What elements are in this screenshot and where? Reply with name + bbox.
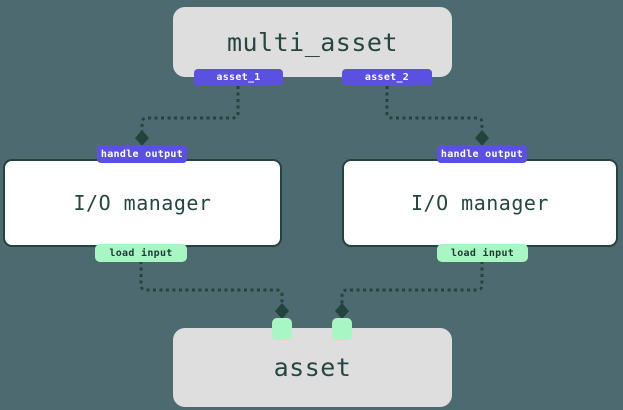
output-port-asset-1-label: asset_1	[216, 72, 261, 83]
handle-output-port-right[interactable]: handle output	[437, 145, 527, 163]
output-port-asset-2[interactable]: asset_2	[342, 69, 432, 86]
handle-output-port-left[interactable]: handle output	[97, 145, 187, 163]
load-input-port-left[interactable]: load input	[95, 244, 187, 262]
asset-input-handle-right[interactable]	[332, 318, 352, 340]
output-port-asset-1[interactable]: asset_1	[194, 69, 283, 86]
handle-output-port-left-label: handle output	[100, 148, 184, 160]
asset-label: asset	[273, 353, 352, 382]
multi-asset-node[interactable]: multi_asset	[173, 7, 452, 77]
io-manager-right-label: I/O manager	[411, 191, 549, 215]
arrowhead-diamond	[335, 303, 349, 319]
edge-asset2-to-right-handle-output	[385, 86, 484, 131]
io-manager-left-node[interactable]: I/O manager	[3, 159, 282, 247]
arrowhead-diamond	[475, 130, 489, 146]
load-input-port-left-label: load input	[109, 247, 173, 259]
io-manager-right-node[interactable]: I/O manager	[342, 159, 618, 247]
handle-output-port-right-label: handle output	[440, 148, 524, 160]
arrowhead-diamond	[275, 303, 289, 319]
arrowhead-diamond	[135, 130, 149, 146]
load-input-port-right[interactable]: load input	[437, 244, 528, 262]
edge-left-load-input-to-asset	[139, 261, 284, 304]
io-manager-left-label: I/O manager	[73, 191, 212, 215]
asset-node[interactable]: asset	[173, 328, 452, 407]
load-input-port-right-label: load input	[450, 247, 515, 259]
edge-right-load-input-to-asset	[340, 261, 484, 304]
multi-asset-label: multi_asset	[226, 27, 399, 57]
asset-input-handle-left[interactable]	[272, 318, 292, 340]
output-port-asset-2-label: asset_2	[364, 72, 410, 83]
edge-asset1-to-left-handle-output	[140, 86, 240, 131]
